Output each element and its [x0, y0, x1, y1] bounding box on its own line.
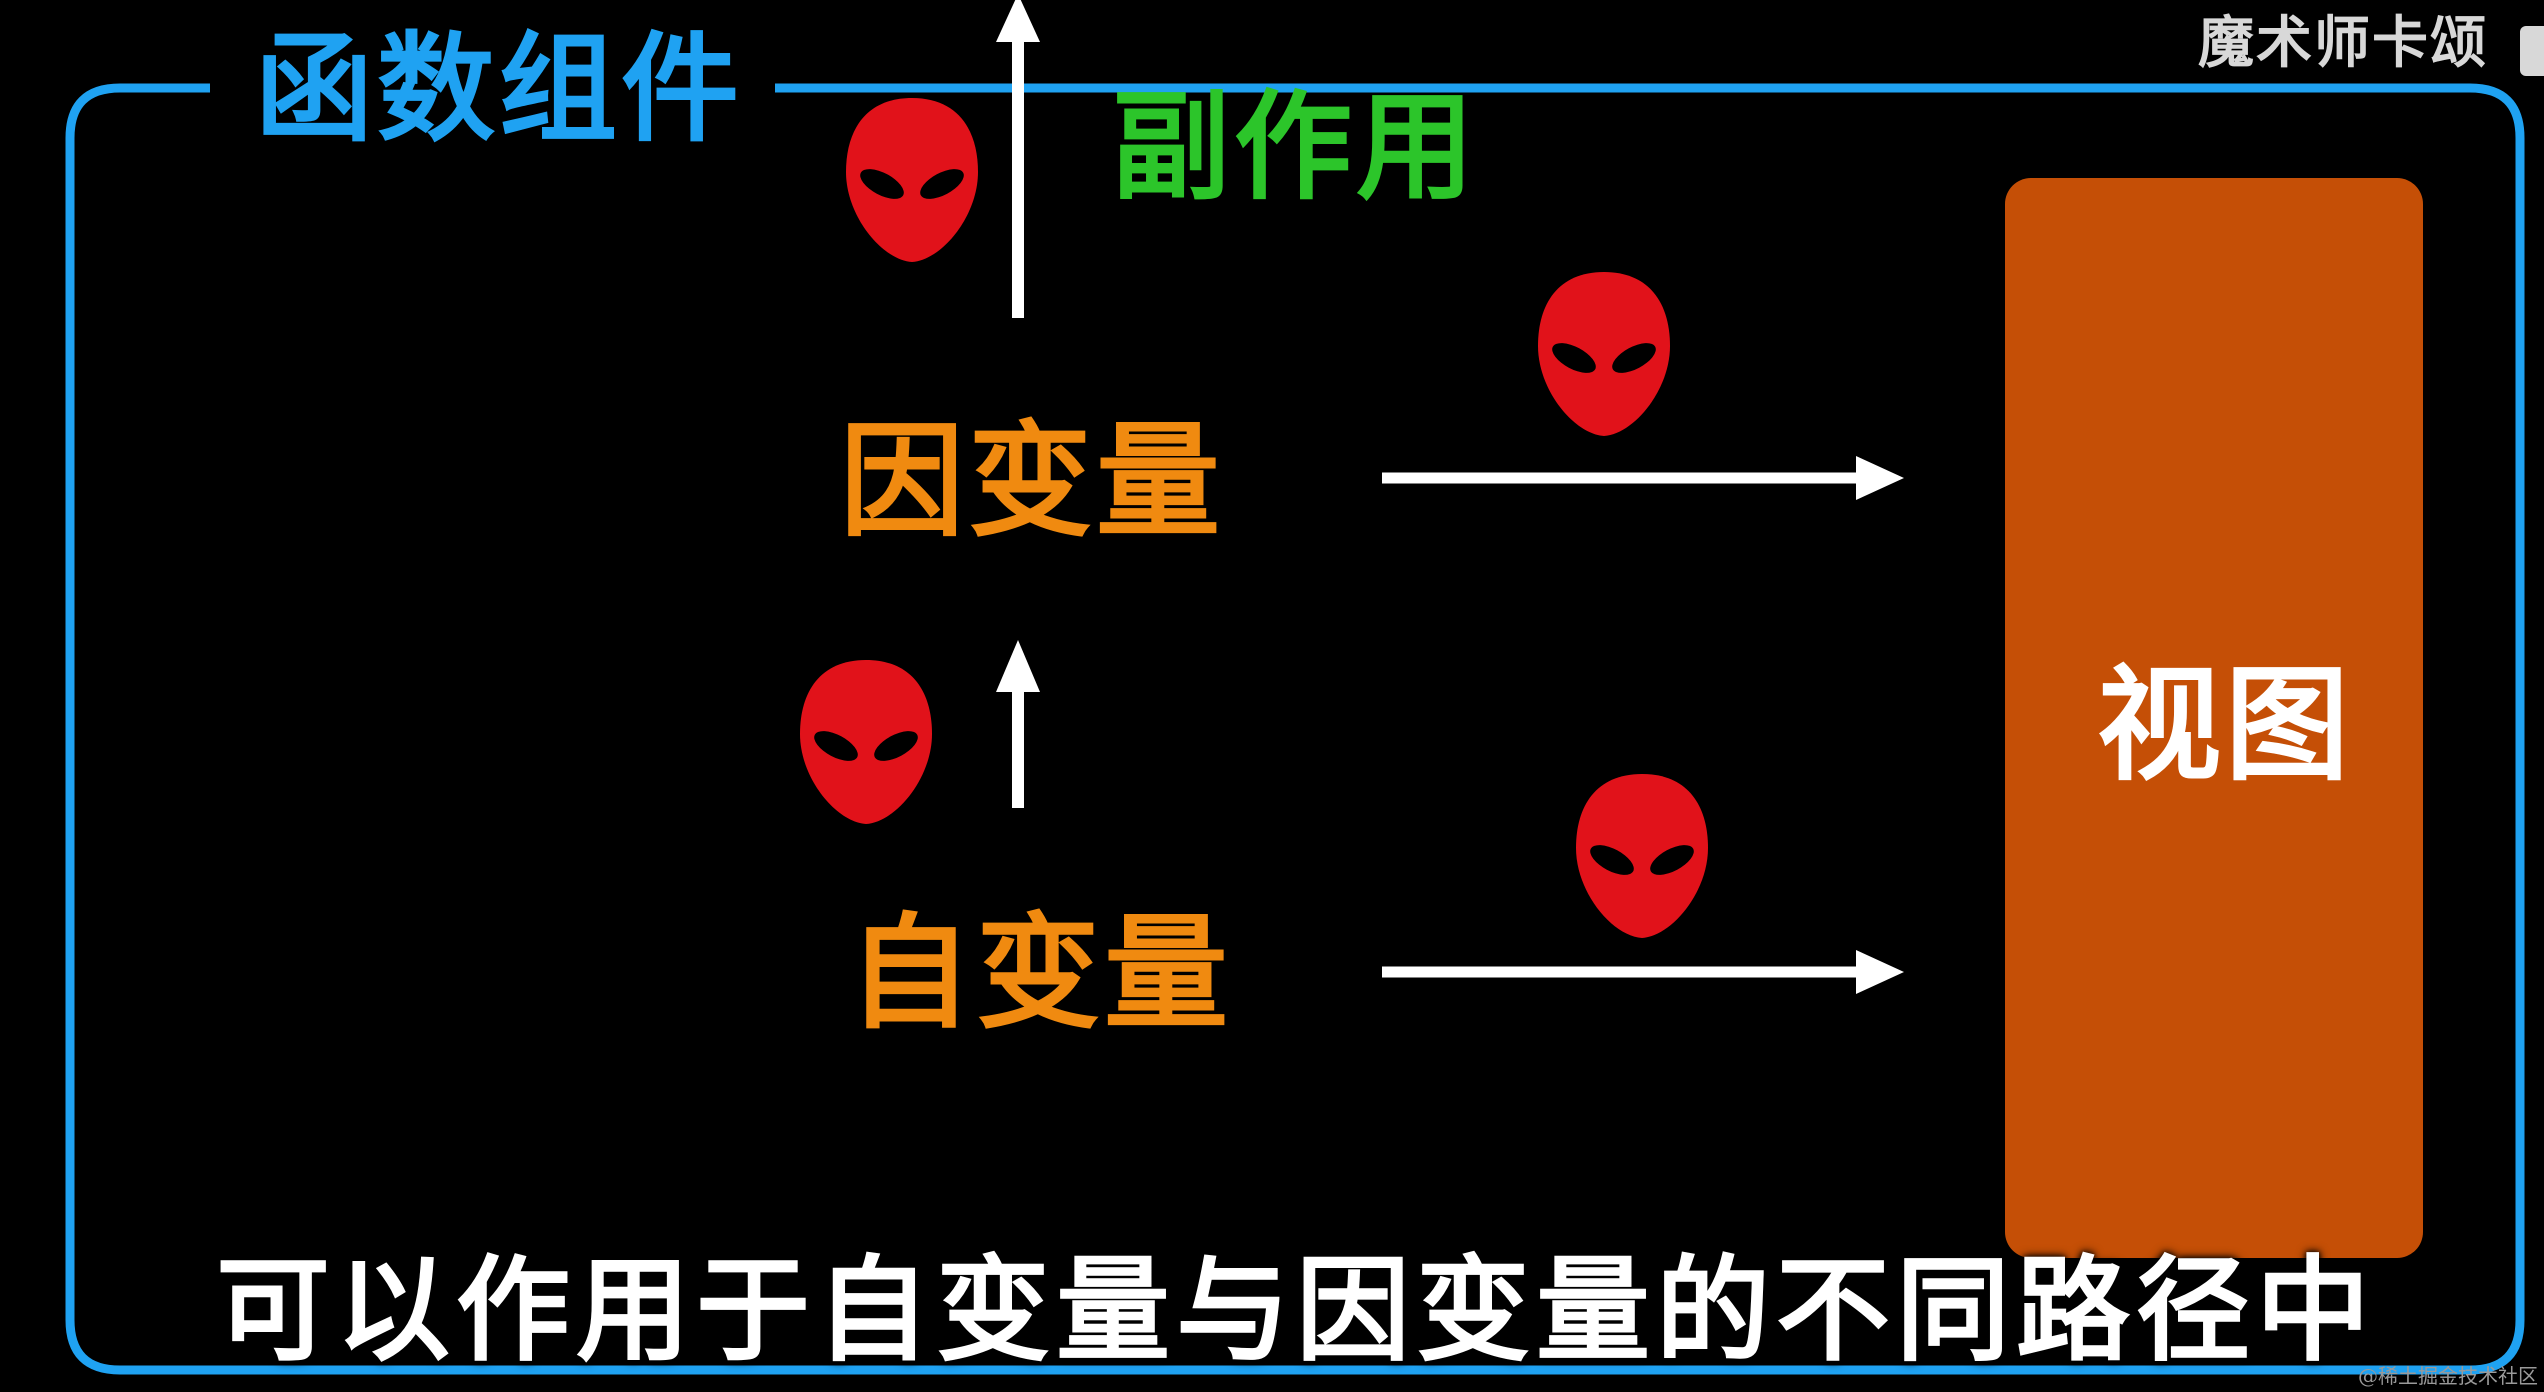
independent-variable-node: 自变量	[848, 902, 1233, 1046]
alien-head-icon	[1576, 774, 1708, 938]
arrow-dependent-to-side-effect	[996, 0, 1040, 318]
function-component-title: 函数组件	[255, 20, 744, 158]
platform-credit: @稀土掘金技术社区	[2358, 1364, 2538, 1388]
view-node	[2005, 178, 2423, 1258]
alien-head-icon	[846, 98, 978, 262]
alien-head-icon	[800, 660, 932, 824]
dependent-variable-node: 因变量	[840, 410, 1225, 554]
channel-watermark: 魔术师卡颂	[2198, 11, 2488, 76]
side-effect-node: 副作用	[1112, 78, 1479, 216]
alien-head-icon	[1538, 272, 1670, 436]
function-component-frame	[65, 83, 2525, 1375]
video-subtitle: 可以作用于自变量与因变量的不同路径中	[216, 1244, 2377, 1377]
arrow-independent-to-view	[1382, 950, 1904, 994]
corner-badge	[2520, 26, 2544, 76]
view-node-label: 视图	[2097, 654, 2354, 798]
arrow-independent-to-dependent	[996, 640, 1040, 808]
arrow-dependent-to-view	[1382, 456, 1904, 500]
